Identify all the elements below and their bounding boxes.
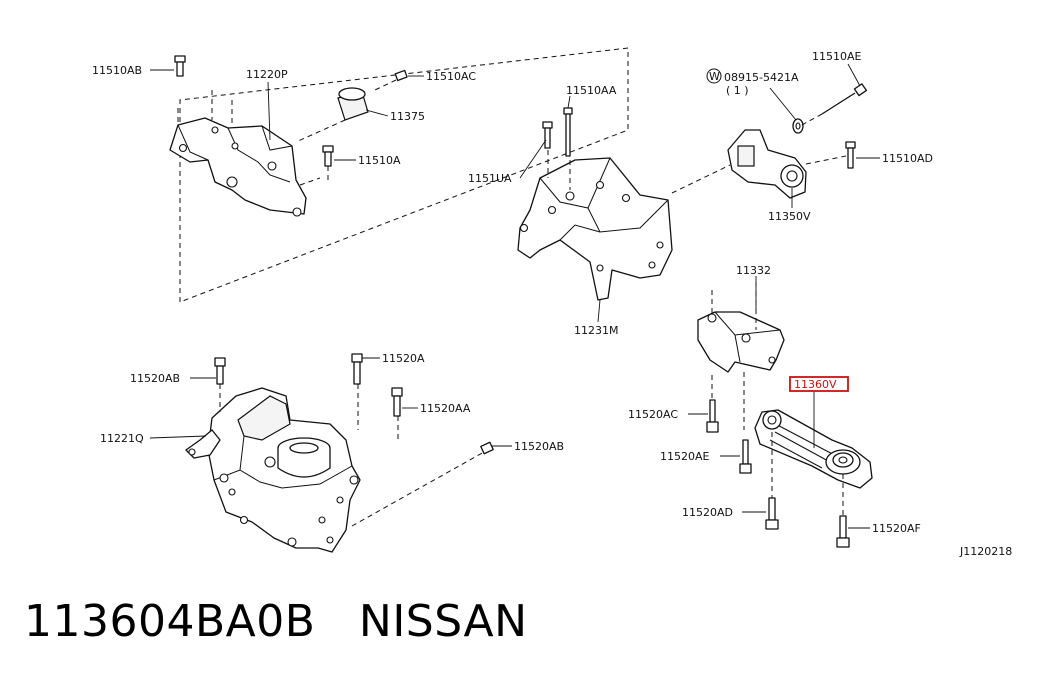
highlight-box-11360v [789, 376, 849, 392]
bolt-11520ac [706, 399, 719, 433]
bolt-11520ab-lower [480, 441, 494, 455]
bolt-11520ad [765, 432, 779, 530]
callout-11510a: 11510A [358, 154, 401, 167]
callout-11231m: 11231M [574, 324, 618, 337]
callout-11350v: 11350V [768, 210, 811, 223]
callout-11520ab-upper: 11520AB [130, 372, 180, 385]
callout-11360v: 11360V [794, 378, 837, 391]
callout-labels: 11510AB 11220P 11510AC 11375 11510A 1151… [92, 50, 1012, 558]
bolt-11520a [351, 353, 363, 385]
callout-1151ua: 1151UA [468, 172, 512, 185]
callout-11221q: 11221Q [100, 432, 144, 445]
callout-11520a: 11520A [382, 352, 425, 365]
part-number: 113604BA0B [24, 596, 316, 647]
callout-11510ad: 11510AD [882, 152, 933, 165]
insulator-11375 [337, 87, 369, 121]
callout-11520af: 11520AF [872, 522, 921, 535]
bolt-11510aa [563, 107, 573, 157]
callout-11510aa: 11510AA [566, 84, 617, 97]
engine-mount-11221q [185, 384, 485, 553]
part-title: 113604BA0B NISSAN [24, 596, 528, 647]
reference-frame [179, 47, 629, 303]
leader-lines [149, 63, 880, 529]
callout-11520ad: 11520AD [682, 506, 733, 519]
engine-mount-11350v [727, 129, 847, 199]
callout-11220p: 11220P [246, 68, 288, 81]
parts-diagram: 11510AB 11220P 11510AC 11375 11510A 1151… [92, 47, 1012, 558]
bolt-11520af [836, 474, 850, 548]
callout-11520ac: 11520AC [628, 408, 678, 421]
torque-rod-11360v [754, 409, 873, 489]
bolt-11520ab-upper [214, 357, 226, 385]
diagram-code: J1120218 [959, 545, 1012, 558]
washer-08915-5421a [792, 118, 804, 134]
bolt-11520aa [391, 387, 403, 417]
bolt-11510ac [374, 69, 408, 91]
bolt-11510ad [845, 141, 856, 169]
callout-08915-mark: W [709, 70, 720, 83]
callout-11375: 11375 [390, 110, 425, 123]
bolt-11510a [322, 145, 334, 182]
callout-11332: 11332 [736, 264, 771, 277]
callout-11520aa: 11520AA [420, 402, 471, 415]
callout-11510ab: 11510AB [92, 64, 142, 77]
brand-name: NISSAN [358, 596, 528, 647]
callout-08915-5421a: 08915-5421A [724, 71, 799, 84]
washer-symbol-icon [706, 68, 722, 84]
callout-11520ab-lower: 11520AB [514, 440, 564, 453]
callout-11510ac: 11510AC [426, 70, 476, 83]
callout-11510ae: 11510AE [812, 50, 862, 63]
bolt-11510ab [174, 55, 186, 77]
mount-bracket-11220p [169, 90, 321, 217]
callout-11520ae: 11520AE [660, 450, 710, 463]
bolt-11520ae [739, 439, 752, 474]
bolt-11510ae [799, 83, 868, 127]
bolt-1151ua [542, 121, 553, 149]
engine-bracket-11231m [517, 150, 731, 301]
callout-08915-qty: ( 1 ) [726, 84, 749, 97]
bracket-11332 [697, 282, 785, 430]
